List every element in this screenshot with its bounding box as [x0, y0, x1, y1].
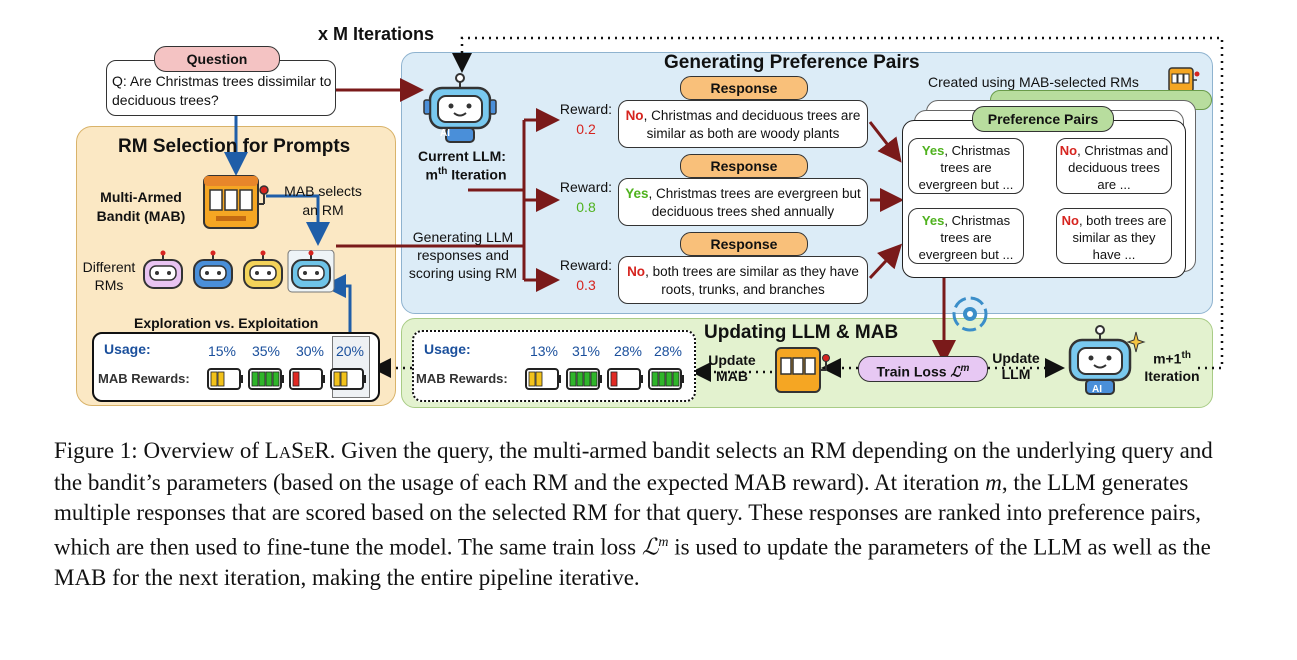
exploration-title: Exploration vs. Exploitation — [134, 315, 319, 331]
ai-badge: AI — [440, 128, 450, 139]
battery-cell — [610, 371, 618, 387]
usage-value: 31% — [571, 343, 601, 359]
different-rms-label: Different RMs — [82, 259, 136, 293]
rm-robot-icon-2 — [193, 250, 233, 289]
mab-rewards-label-left: MAB Rewards: — [98, 371, 190, 386]
battery-cell — [292, 371, 300, 387]
battery-cell — [590, 371, 598, 387]
mab-rewards-label-right: MAB Rewards: — [416, 371, 508, 386]
usage-value: 15% — [207, 343, 237, 359]
battery-cell — [528, 371, 536, 387]
battery-row-right — [525, 368, 684, 390]
battery-cell — [665, 371, 673, 387]
battery-icon — [566, 368, 602, 390]
usage-value: 35% — [251, 343, 281, 359]
battery-icon — [330, 368, 366, 390]
battery-icon — [525, 368, 561, 390]
reward-value: 0.2 — [576, 121, 596, 137]
generating-llm-label: Generating LLM responses and scoring usi… — [408, 229, 518, 281]
created-using-label: Created using MAB-selected RMs — [928, 74, 1139, 90]
update-mab-label: Update MAB — [708, 352, 756, 384]
preference-pair-card: Yes, Christmas trees are evergreen but .… — [908, 208, 1024, 264]
refresh-gear-icon — [952, 296, 988, 332]
usage-value: 30% — [295, 343, 325, 359]
battery-cell — [583, 371, 591, 387]
battery-cell — [651, 371, 659, 387]
preference-pair-card: Yes, Christmas trees are evergreen but .… — [908, 138, 1024, 194]
diagram-arrows — [224, 36, 1224, 382]
response-card: No, Christmas and deciduous trees are si… — [618, 100, 868, 148]
battery-row-left — [207, 368, 366, 390]
reward-value: 0.3 — [576, 277, 596, 293]
generating-title: Generating Preference Pairs — [664, 52, 920, 73]
battery-cell — [258, 371, 266, 387]
battery-icon — [248, 368, 284, 390]
train-loss-pill: Train Loss ℒm — [858, 356, 988, 382]
preference-pair-card: No, Christmas and deciduous trees are ..… — [1056, 138, 1172, 194]
response-tag: Response — [680, 76, 808, 100]
battery-cell — [535, 371, 543, 387]
battery-icon — [207, 368, 243, 390]
battery-icon — [289, 368, 325, 390]
current-iteration-label: mth Iteration — [425, 166, 507, 183]
reward-label: Reward: — [559, 257, 613, 273]
question-tag: Question — [154, 46, 280, 72]
battery-cell — [251, 371, 259, 387]
response-card: Yes, Christmas trees are evergreen but d… — [618, 178, 868, 226]
pp-title: Preference Pairs — [972, 106, 1114, 132]
bandit-label: Multi-Armed Bandit (MAB) — [96, 189, 186, 224]
battery-icon — [607, 368, 643, 390]
ai-badge-next: AI — [1092, 384, 1102, 395]
response-card: No, both trees are similar as they have … — [618, 256, 868, 304]
rm-robots — [143, 250, 335, 293]
reward-label: Reward: — [559, 101, 613, 117]
battery-cell — [265, 371, 273, 387]
rm-robot-icon-1 — [143, 250, 183, 289]
battery-icon — [648, 368, 684, 390]
rm-robot-icon-4-selected — [291, 250, 331, 289]
battery-cell — [340, 371, 348, 387]
robot-llm-icon — [423, 73, 497, 143]
usage-label-right: Usage: — [424, 341, 471, 357]
response-tag: Response — [680, 232, 808, 256]
updating-title: Updating LLM & MAB — [704, 322, 899, 343]
preference-pair-card: No, both trees are similar as they have … — [1056, 208, 1172, 264]
response-tag: Response — [680, 154, 808, 178]
usage-label-left: Usage: — [104, 341, 151, 357]
battery-cell — [672, 371, 680, 387]
battery-cell — [569, 371, 577, 387]
battery-cell — [272, 371, 280, 387]
battery-cell — [658, 371, 666, 387]
rm-selection-title: RM Selection for Prompts — [118, 136, 351, 157]
question-text: Q: Are Christmas trees dissimilar to dec… — [112, 73, 332, 108]
reward-value: 0.8 — [576, 199, 596, 215]
robot-next-llm-icon — [1068, 325, 1146, 395]
iterations-label: x M Iterations — [318, 24, 435, 44]
slot-machine-icon — [203, 175, 269, 229]
usage-value: 13% — [529, 343, 559, 359]
slot-machine-bottom-icon — [775, 347, 830, 393]
battery-cell — [576, 371, 584, 387]
battery-cell — [210, 371, 218, 387]
battery-cell — [333, 371, 341, 387]
next-iteration-word: Iteration — [1144, 368, 1200, 384]
usage-value: 28% — [613, 343, 643, 359]
current-llm-label: Current LLM: — [418, 148, 506, 164]
figure-caption: Figure 1: Overview of LASER. Given the q… — [54, 438, 1213, 590]
mab-selects-label: MAB selects an RM — [284, 183, 362, 218]
usage-value: 28% — [653, 343, 683, 359]
update-llm-label: Update LLM — [992, 350, 1040, 382]
battery-cell — [217, 371, 225, 387]
rm-robot-icon-3 — [243, 250, 283, 289]
usage-value: 20% — [335, 343, 365, 359]
next-iteration-label: m+1th — [1153, 350, 1191, 367]
reward-label: Reward: — [559, 179, 613, 195]
